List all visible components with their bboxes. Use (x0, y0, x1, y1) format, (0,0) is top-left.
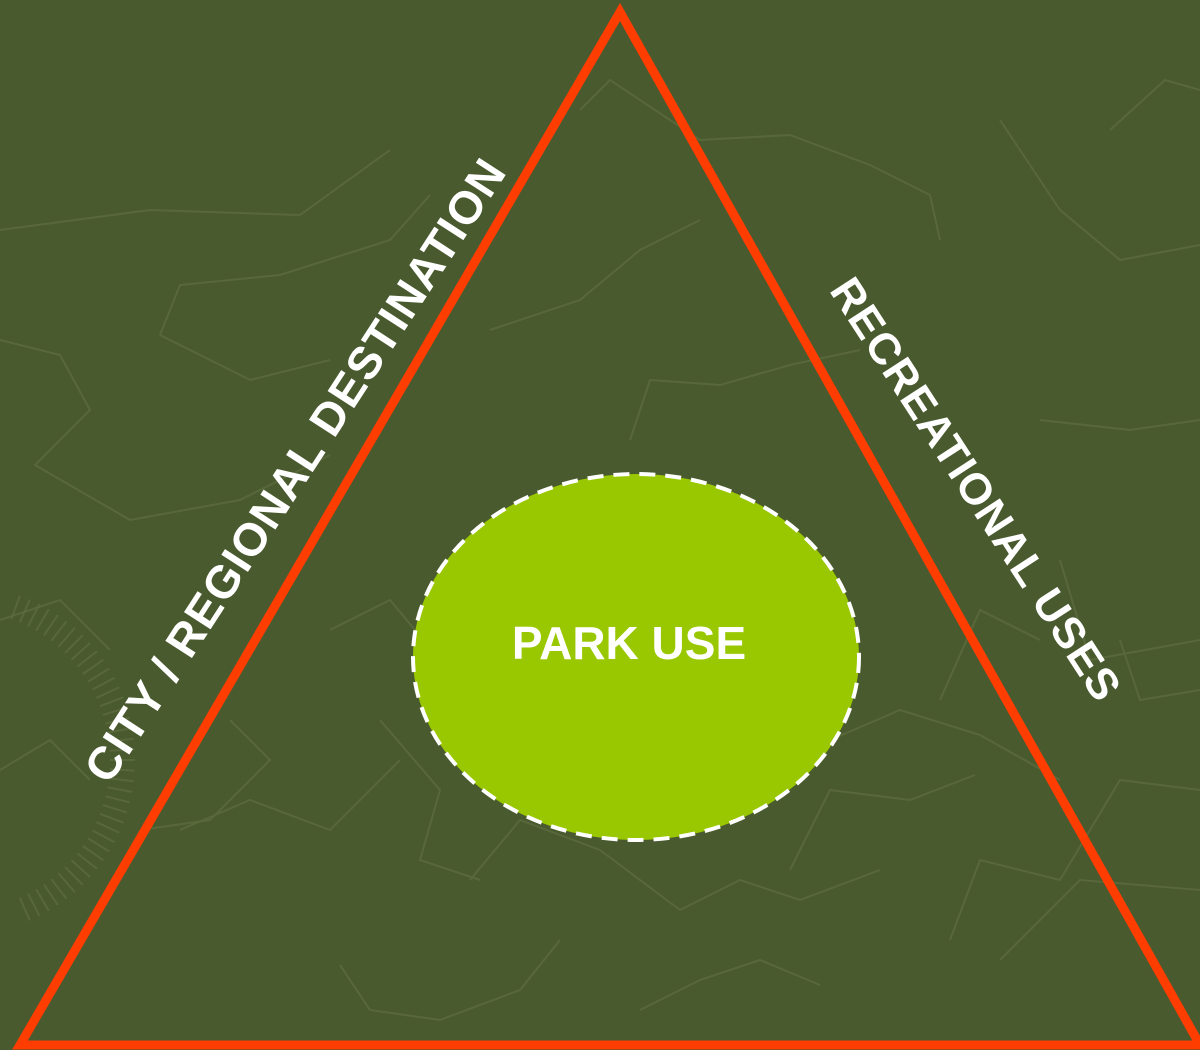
map-line (489, 219, 701, 331)
hatch-line (102, 706, 128, 716)
hatch-line (96, 686, 120, 699)
map-line (579, 78, 941, 241)
map-line (789, 774, 976, 871)
hatch-line (57, 872, 76, 893)
hatch-line (105, 795, 131, 804)
hatch-line (91, 829, 115, 844)
hatch-line (57, 627, 76, 648)
hatch-line (50, 878, 68, 900)
hatch-line (108, 737, 134, 743)
concept-triangle (12, 2, 1200, 1050)
hatch-line (108, 777, 134, 783)
map-line (999, 119, 1200, 262)
hatch-line (99, 696, 124, 708)
park-use-label: PARK USE (511, 617, 747, 669)
hatch-line (76, 650, 98, 668)
hatch-line (105, 716, 131, 725)
hatch-line (10, 595, 21, 620)
hatch-line (107, 727, 133, 734)
hatch-line (43, 614, 59, 637)
map-line (339, 939, 561, 1022)
hatch-line (43, 883, 59, 906)
map-line (469, 818, 881, 912)
hatch-line (87, 667, 110, 683)
hatch-line (82, 658, 104, 675)
map-line (829, 708, 1061, 781)
map-line (629, 349, 861, 441)
background-hatch-texture (10, 595, 135, 921)
hatch-line (91, 676, 115, 691)
hatch-line (82, 845, 104, 862)
hatch-line (18, 897, 31, 921)
map-line (0, 738, 91, 781)
hatch-line (109, 748, 135, 752)
hatch-line (18, 599, 31, 623)
map-line (999, 878, 1200, 961)
map-line (0, 149, 391, 231)
map-line (159, 194, 431, 336)
hatch-line (96, 821, 120, 834)
hatch-line (109, 768, 135, 772)
hatch-line (87, 837, 110, 853)
map-line (379, 719, 481, 881)
map-line (139, 719, 272, 831)
map-line (939, 608, 1041, 701)
hatch-line (70, 642, 91, 661)
hatch-line (70, 859, 91, 878)
hatch-line (35, 888, 50, 912)
map-line (0, 339, 331, 522)
map-line (159, 334, 331, 382)
background-map-texture (0, 78, 1200, 1022)
hatch-line (64, 866, 84, 886)
map-line (639, 958, 821, 1011)
hatch-line (27, 893, 41, 917)
hatch-line (35, 608, 50, 632)
map-line (1059, 559, 1200, 662)
hatch-line (76, 852, 98, 870)
hatch-line (50, 620, 68, 642)
hatch-line (99, 812, 124, 824)
map-line (179, 759, 401, 832)
map-line (1109, 78, 1200, 131)
hatch-line (102, 804, 128, 814)
map-line (949, 778, 1200, 941)
hatch-line (27, 603, 41, 627)
map-line (0, 598, 111, 651)
park-use-circle (411, 472, 861, 842)
map-line (1039, 419, 1200, 432)
hatch-line (64, 634, 84, 654)
hatch-line (107, 786, 133, 793)
map-line (1119, 639, 1200, 702)
